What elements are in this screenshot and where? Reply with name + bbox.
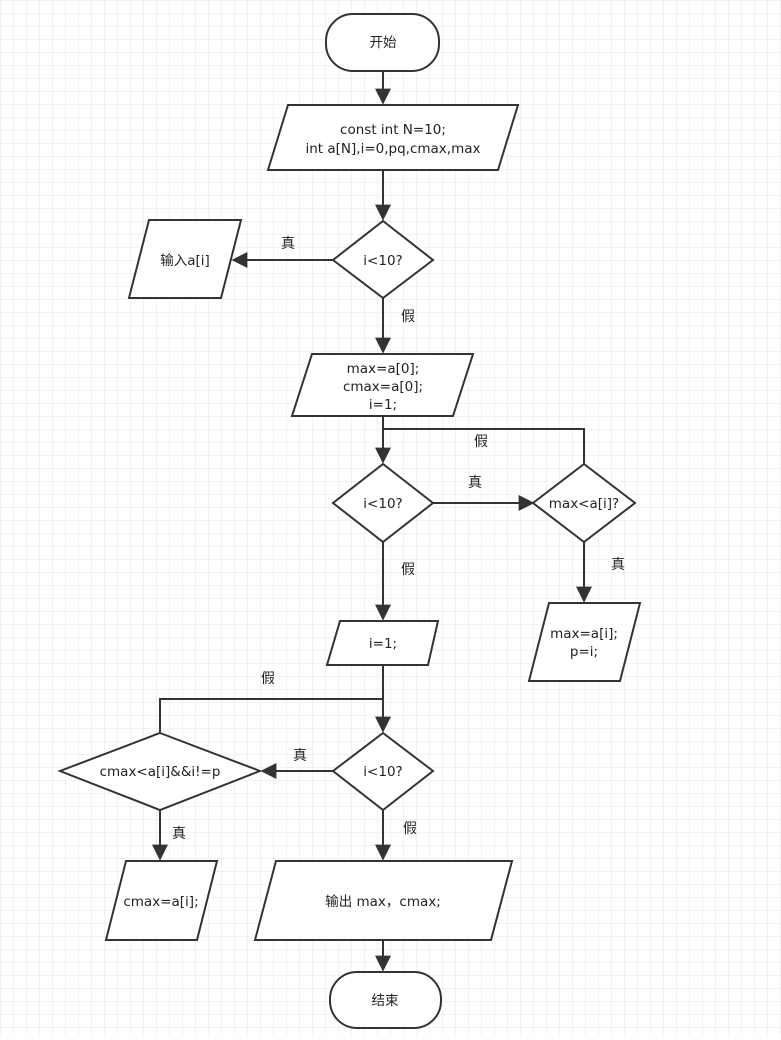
label-cond2-false: 假: [401, 562, 415, 578]
assign-cmax-parallelogram: [104, 860, 219, 941]
cond-max-diamond: [531, 462, 637, 544]
declare-parallelogram: [266, 104, 520, 171]
label-cond1-true: 真: [281, 236, 295, 252]
declare-line1: const int N=10;: [340, 122, 446, 138]
node-cond2: i<10?: [331, 462, 435, 544]
node-input: 输入a[i]: [127, 219, 243, 299]
node-end: 结束: [329, 971, 442, 1029]
label-condmax-true: 真: [611, 557, 625, 573]
end-terminal: [329, 971, 442, 1029]
node-cond3: i<10?: [331, 731, 435, 812]
cond2-diamond: [331, 462, 435, 544]
output-text: 输出 max，cmax;: [325, 894, 441, 910]
start-text: 开始: [370, 35, 397, 51]
node-init: max=a[0]; cmax=a[0]; i=1;: [290, 353, 475, 417]
assign-max-line1: max=a[i];: [550, 626, 618, 642]
reset-i-parallelogram: [325, 620, 440, 666]
edge-loop3-back: [159, 698, 383, 732]
label-cond2-true: 真: [468, 475, 482, 491]
declare-line2: int a[N],i=0,pq,cmax,max: [306, 141, 481, 157]
label-cond1-false: 假: [401, 309, 415, 325]
init-parallelogram: [290, 353, 475, 417]
label-cond3-true: 真: [293, 748, 307, 764]
node-reset-i: i=1;: [325, 620, 440, 666]
output-parallelogram: [253, 860, 514, 941]
node-assign-max: max=a[i]; p=i;: [527, 602, 642, 682]
cond-cmax-diamond: [57, 731, 263, 812]
node-cond1: i<10?: [331, 219, 435, 300]
init-line2: cmax=a[0];: [343, 379, 423, 395]
label-condcmax-true: 真: [172, 826, 186, 842]
label-cond3-false: 假: [403, 821, 417, 837]
end-text: 结束: [372, 993, 399, 1009]
label-loop2-false: 假: [474, 434, 488, 450]
input-text: 输入a[i]: [160, 253, 210, 269]
edge-loop2-back: [383, 428, 585, 463]
label-loop3-false: 假: [261, 671, 275, 687]
node-assign-cmax: cmax=a[i];: [104, 860, 219, 941]
assign-max-parallelogram: [527, 602, 642, 682]
cond-max-text: max<a[i]?: [549, 496, 619, 512]
init-line3: i=1;: [369, 397, 397, 413]
cond1-text: i<10?: [363, 253, 402, 269]
node-cond-cmax: cmax<a[i]&&i!=p: [57, 731, 263, 812]
assign-cmax-text: cmax=a[i];: [123, 894, 198, 910]
cond1-diamond: [331, 219, 435, 300]
edges: [152, 72, 592, 972]
start-terminal: [325, 13, 440, 72]
cond2-text: i<10?: [363, 496, 402, 512]
node-declare: const int N=10; int a[N],i=0,pq,cmax,max: [266, 104, 520, 171]
init-line1: max=a[0];: [347, 361, 420, 377]
edge-labels: 真 假 假 真 假 真 假 真 真 假: [172, 236, 625, 842]
cond-cmax-text: cmax<a[i]&&i!=p: [100, 764, 221, 780]
node-output: 输出 max，cmax;: [253, 860, 514, 941]
assign-max-line2: p=i;: [570, 644, 598, 660]
node-cond-max: max<a[i]?: [531, 462, 637, 544]
node-start: 开始: [325, 13, 440, 72]
cond3-diamond: [331, 731, 435, 812]
reset-i-text: i=1;: [369, 636, 397, 652]
cond3-text: i<10?: [363, 764, 402, 780]
input-parallelogram: [127, 219, 243, 299]
